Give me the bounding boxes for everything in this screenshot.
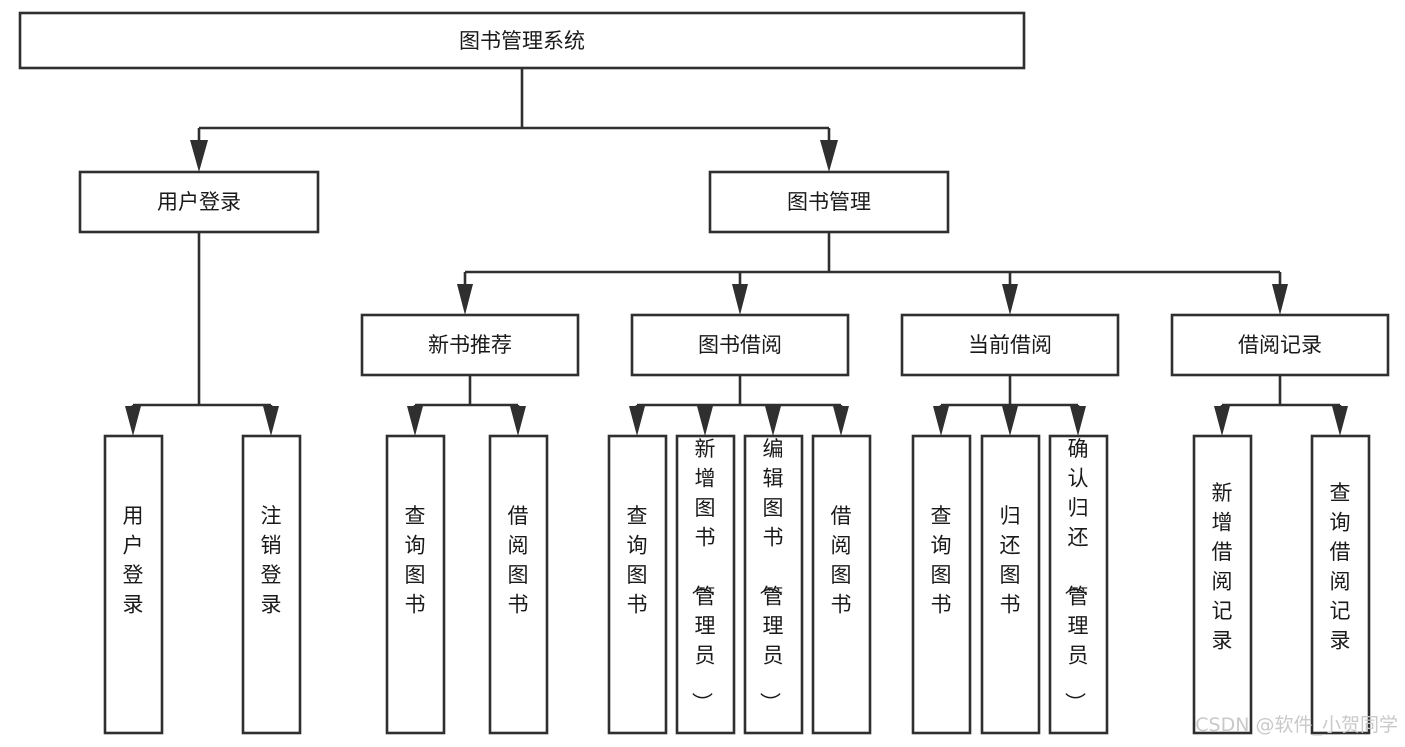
node-leaf-bb-edit-book[interactable]: 编辑图书（管理员） (743, 434, 804, 735)
node-leaf-bb-add-book-label: 新增图书（管理员） (690, 437, 716, 713)
node-leaf-nbr-query-book-box[interactable] (385, 434, 446, 735)
arrow-head-leaf-bb-1 (629, 406, 645, 436)
arrow-head-leaf-cb-3 (1070, 406, 1086, 436)
node-leaf-bb-edit-book-box[interactable] (743, 434, 804, 735)
node-book-borrow[interactable]: 图书借阅 (630, 313, 850, 377)
node-current-borrow-label: 当前借阅 (968, 333, 1052, 357)
node-leaf-bb-borrow-book[interactable]: 借阅图书 (811, 434, 872, 735)
node-leaf-user-login-signin[interactable]: 用户登录 (103, 434, 164, 735)
arrow-head-book-mgmt (820, 140, 838, 172)
node-leaf-cb-query-book-box[interactable] (911, 434, 972, 735)
arrow-head-leaf-br-1 (1214, 406, 1230, 436)
connector-group-user-login (125, 232, 279, 436)
arrow-head-new-book-recommend (457, 284, 473, 315)
node-borrow-record[interactable]: 借阅记录 (1170, 313, 1390, 377)
node-leaf-br-add-record-label: 新增借阅记录 (1212, 481, 1233, 653)
node-leaf-bb-add-book-box[interactable] (675, 434, 736, 735)
node-leaf-br-query-record-box[interactable] (1310, 434, 1371, 735)
node-leaf-br-add-record-box[interactable] (1192, 434, 1253, 735)
node-leaf-nbr-borrow-book-box[interactable] (488, 434, 549, 735)
node-leaf-bb-query-book[interactable]: 查询图书 (607, 434, 668, 735)
node-book-borrow-label: 图书借阅 (698, 333, 782, 357)
connector-group-book-borrow (629, 375, 849, 436)
node-leaf-user-login-signout-label: 注销登录 (261, 504, 282, 617)
node-leaf-cb-query-book[interactable]: 查询图书 (911, 434, 972, 735)
node-leaf-bb-add-book[interactable]: 新增图书（管理员） (675, 434, 736, 735)
node-leaf-br-add-record[interactable]: 新增借阅记录 (1192, 434, 1253, 735)
arrow-head-leaf-cb-1 (933, 406, 949, 436)
csdn-watermark: CSDN @软件_小贺同学 (1195, 714, 1398, 736)
node-root-book-management-system[interactable]: 图书管理系统 (18, 11, 1026, 70)
node-user-login-box[interactable] (78, 170, 320, 234)
node-leaf-nbr-borrow-book[interactable]: 借阅图书 (488, 434, 549, 735)
node-leaf-user-login-signout-box[interactable] (241, 434, 302, 735)
arrow-head-book-borrow (732, 284, 748, 315)
node-leaf-cb-return-book-label: 归还图书 (1000, 504, 1021, 617)
node-leaf-bb-query-book-box[interactable] (607, 434, 668, 735)
node-root-box[interactable] (18, 11, 1026, 70)
node-new-book-recommend-label: 新书推荐 (428, 333, 512, 357)
node-borrow-record-label: 借阅记录 (1238, 333, 1322, 357)
node-book-management[interactable]: 图书管理 (708, 170, 950, 234)
node-new-book-recommend[interactable]: 新书推荐 (360, 313, 580, 377)
node-leaf-nbr-query-book-label: 查询图书 (405, 504, 426, 617)
node-new-book-recommend-box[interactable] (360, 313, 580, 377)
connector-group-book-mgmt (457, 232, 1288, 315)
node-leaf-bb-borrow-book-label: 借阅图书 (831, 504, 852, 617)
node-leaf-cb-return-book-box[interactable] (980, 434, 1041, 735)
arrow-head-leaf-nbr-2 (510, 406, 526, 436)
node-current-borrow[interactable]: 当前借阅 (900, 313, 1120, 377)
connector-group-new-book-recommend (407, 375, 526, 436)
node-book-management-box[interactable] (708, 170, 950, 234)
node-leaf-nbr-borrow-book-label: 借阅图书 (508, 504, 529, 617)
node-leaf-cb-query-book-label: 查询图书 (931, 504, 952, 617)
node-leaf-nbr-query-book[interactable]: 查询图书 (385, 434, 446, 735)
node-user-login-label: 用户登录 (157, 190, 241, 214)
node-leaf-br-query-record-label: 查询借阅记录 (1330, 481, 1351, 653)
arrow-head-leaf-cb-2 (1002, 406, 1018, 436)
node-leaf-br-query-record[interactable]: 查询借阅记录 (1310, 434, 1371, 735)
node-leaf-bb-borrow-book-box[interactable] (811, 434, 872, 735)
node-leaf-user-login-signout[interactable]: 注销登录 (241, 434, 302, 735)
node-leaf-bb-edit-book-label: 编辑图书（管理员） (758, 437, 784, 713)
node-root-label: 图书管理系统 (459, 29, 585, 53)
node-leaf-user-login-signin-box[interactable] (103, 434, 164, 735)
arrow-head-leaf-bb-3 (765, 406, 781, 436)
arrow-head-leaf-nbr-1 (407, 406, 423, 436)
node-borrow-record-box[interactable] (1170, 313, 1390, 377)
arrow-head-current-borrow (1002, 284, 1018, 315)
connector-group-current-borrow (933, 375, 1086, 436)
arrow-head-borrow-record (1272, 284, 1288, 315)
connector-group-borrow-record (1214, 375, 1348, 436)
node-book-management-label: 图书管理 (787, 190, 871, 214)
connector-group-root (190, 68, 838, 172)
node-leaf-user-login-signin-label: 用户登录 (123, 504, 144, 617)
arrow-head-leaf-br-2 (1332, 406, 1348, 436)
arrow-head-leaf-bb-4 (833, 406, 849, 436)
node-leaf-cb-confirm-return-box[interactable] (1048, 434, 1109, 735)
node-user-login[interactable]: 用户登录 (78, 170, 320, 234)
node-current-borrow-box[interactable] (900, 313, 1120, 377)
arrow-head-leaf-user-login-2 (263, 406, 279, 436)
node-leaf-cb-confirm-return[interactable]: 确认归还（管理员） (1048, 434, 1109, 735)
node-leaf-cb-return-book[interactable]: 归还图书 (980, 434, 1041, 735)
node-leaf-bb-query-book-label: 查询图书 (627, 504, 648, 617)
arrow-head-leaf-user-login-1 (125, 406, 141, 436)
node-book-borrow-box[interactable] (630, 313, 850, 377)
arrow-head-user-login (190, 140, 208, 172)
node-leaf-cb-confirm-return-label: 确认归还（管理员） (1063, 437, 1089, 713)
arrow-head-leaf-bb-2 (697, 406, 713, 436)
